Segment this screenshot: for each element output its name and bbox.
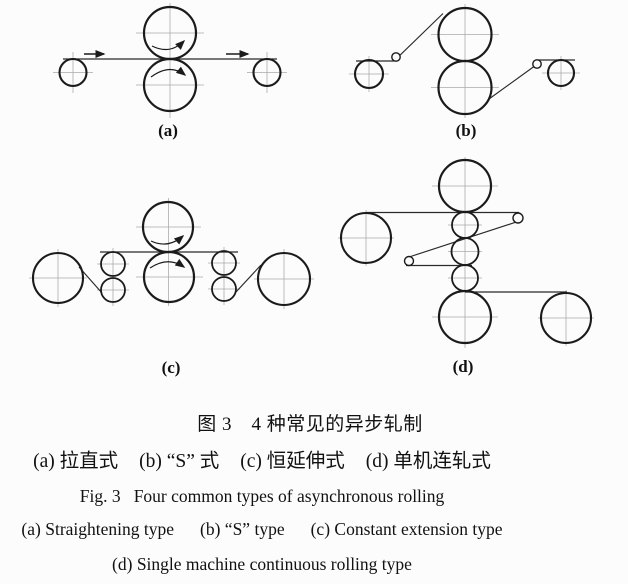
caption-title-cn: 图 3 4 种常见的异步轧制 [197,414,423,435]
rotation-arrow-top [151,39,186,51]
work-roll-bottom [142,250,196,304]
work-roll-3 [451,264,479,292]
caption-item-c-cn: (c) 恒延伸式 [240,451,345,472]
bridle-roll-left-top [100,251,126,277]
caption-items-cn: (a) 拉直式 (b) “S” 式 (c) 恒延伸式 (d) 单机连轧式 [0,444,524,473]
figure-diagrams [29,3,594,348]
caption-item-b-cn: (b) “S” 式 [139,451,220,472]
caption-item-c-en: (c) Constant extension type [310,519,503,539]
guide-roller-left [391,52,401,62]
guide-roller-middle-left [403,255,415,267]
coiler-upper-left [339,211,393,265]
guide-roller-right [532,59,542,69]
coiler-left [58,57,88,88]
coiler-right [252,57,282,88]
work-roll-bottom [437,59,493,116]
work-roll-bottom [142,57,198,113]
rotation-arrow-top [150,235,185,245]
panel-label-c: (c) [161,358,181,377]
strip-diagonal [405,219,522,259]
panel-label-d: (d) [452,357,474,376]
panel-d-continuous-rolling-diagram [338,157,594,348]
rotation-arrow-bottom [149,258,186,269]
bridle-roll-right-top [211,250,237,276]
panel-label-b: (b) [455,121,477,140]
coiler-left [353,58,385,90]
bridle-roll-right-bottom [211,276,237,302]
caption-title-en: Fig. 3 Four common types of asynchronous… [79,486,445,506]
caption-item-a-en: (a) Straightening type [21,519,175,539]
caption-item-d-en: (d) Single machine continuous rolling ty… [112,554,412,574]
caption-item-d-cn: (d) 单机连轧式 [365,451,491,472]
bridle-roll-left-bottom [100,277,126,303]
center-lines [338,157,594,348]
strip-line-exit-diagonal [488,66,535,100]
panel-label-a: (a) [158,121,178,140]
center-lines [29,198,314,309]
coiler-right [256,251,312,307]
coiler-right [546,58,576,88]
strip-diagonal-right [235,264,262,293]
guide-roller-upper-right [512,212,524,224]
coiler-lower-right [539,291,593,345]
center-lines [53,3,287,118]
coiler-left [31,251,85,305]
panel-b-s-type-diagram [349,4,580,118]
panel-c-constant-extension-diagram [29,198,314,309]
rotation-arrow-bottom [150,66,187,78]
caption-items-en-row1: (a) Straightening type (b) “S” type (c) … [0,519,524,540]
panel-a-straightening-diagram [53,3,287,118]
caption-item-b-en: (b) “S” type [200,519,285,539]
caption-item-a-cn: (a) 拉直式 [33,451,119,472]
